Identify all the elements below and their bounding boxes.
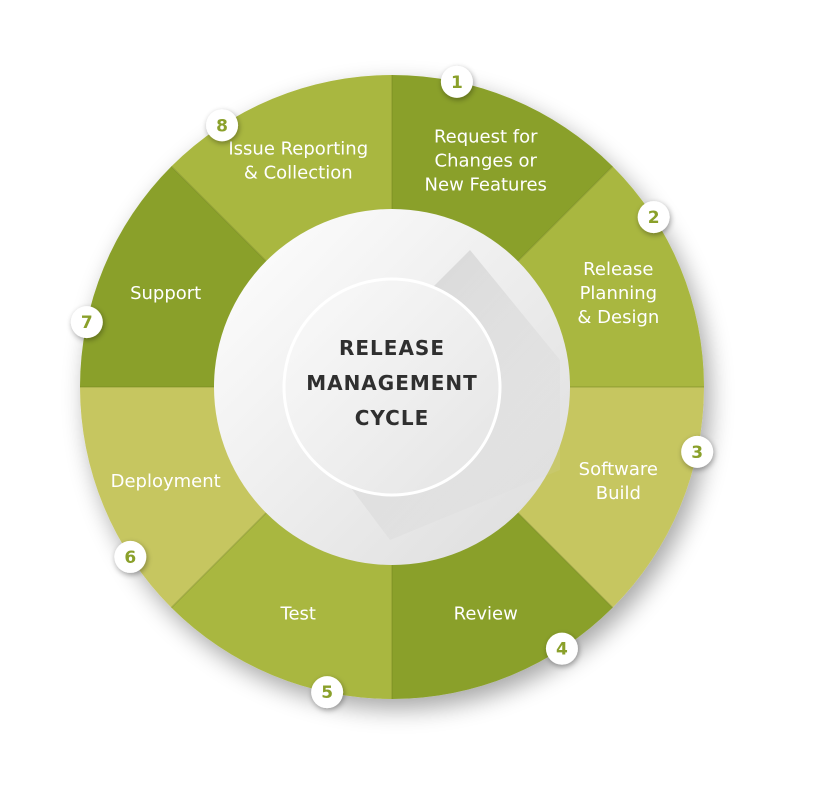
step-number-badge-3: 3	[681, 435, 714, 468]
segment-seam-8	[170, 165, 267, 262]
step-number-3: 3	[691, 443, 703, 463]
step-label-2-line-1: Release	[583, 259, 653, 280]
step-number-7: 7	[81, 313, 93, 333]
step-label-2-line-3: & Design	[577, 307, 659, 328]
center-title-line-1: RELEASE	[339, 336, 445, 360]
badge-circle	[637, 201, 670, 234]
step-label-1-line-2: Changes or	[435, 151, 538, 172]
step-label-2-line-2: Planning	[580, 283, 658, 304]
center-title-line-3: CYCLE	[355, 406, 430, 430]
step-number-badge-2: 2	[637, 201, 670, 234]
step-number-badge-4: 4	[545, 632, 578, 665]
badge-circle	[440, 65, 473, 98]
step-number-badge-1: 1	[440, 65, 473, 98]
step-label-5: Test	[280, 603, 316, 624]
segment-seam-6	[170, 512, 267, 609]
badge-circle	[311, 676, 344, 709]
step-label-4-line-1: Review	[454, 603, 518, 624]
step-number-6: 6	[124, 548, 136, 568]
step-label-1-line-3: New Features	[425, 175, 547, 196]
step-label-5-line-1: Test	[280, 603, 316, 624]
center-hub: RELEASE MANAGEMENT CYCLE	[214, 209, 570, 565]
step-number-8: 8	[216, 116, 228, 136]
step-label-8: Issue Reporting & Collection	[228, 139, 368, 184]
step-label-6: Deployment	[111, 471, 221, 492]
step-number-badge-6: 6	[114, 540, 147, 573]
step-number-5: 5	[321, 683, 333, 703]
step-label-7-line-1: Support	[130, 283, 201, 304]
step-number-badges: 1 2 3 4 5 6 7 8	[70, 65, 714, 709]
badge-circle	[114, 540, 147, 573]
step-number-badge-5: 5	[311, 676, 344, 709]
badge-circle	[681, 435, 714, 468]
step-label-8-line-2: & Collection	[244, 163, 353, 184]
step-label-3-line-2: Build	[596, 483, 641, 504]
badge-circle	[206, 109, 239, 142]
center-disc	[282, 277, 502, 497]
badge-circle	[70, 306, 103, 339]
segment-seams	[80, 75, 704, 699]
step-number-badge-7: 7	[70, 306, 103, 339]
step-number-4: 4	[556, 640, 568, 660]
step-label-7: Support	[130, 283, 201, 304]
segment-seam-2	[517, 165, 614, 262]
badge-circle	[545, 632, 578, 665]
segment-seam-4	[517, 512, 614, 609]
step-label-8-line-1: Issue Reporting	[228, 139, 368, 160]
step-number-2: 2	[648, 208, 660, 228]
center-title-line-2: MANAGEMENT	[306, 371, 478, 395]
step-label-4: Review	[454, 603, 518, 624]
step-number-badge-8: 8	[206, 109, 239, 142]
step-number-1: 1	[451, 73, 463, 93]
step-label-6-line-1: Deployment	[111, 471, 221, 492]
step-label-3-line-1: Software	[579, 459, 658, 480]
step-label-1-line-1: Request for	[434, 127, 538, 148]
